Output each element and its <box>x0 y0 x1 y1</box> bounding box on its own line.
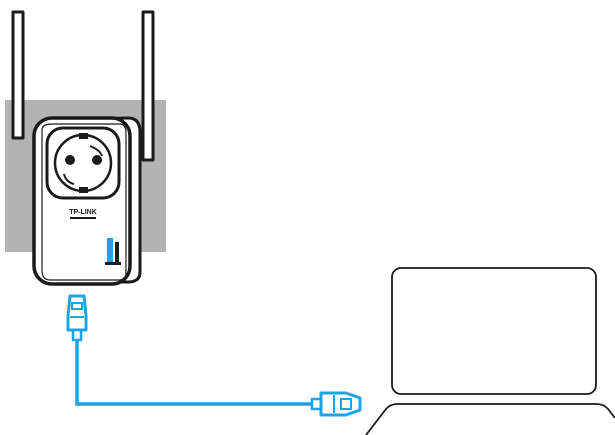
ethernet-plug-laptop-icon <box>312 393 360 415</box>
range-extender-icon: TP-LINK <box>34 118 140 284</box>
antenna-right-icon <box>143 12 153 160</box>
brand-label: TP-LINK <box>69 209 97 216</box>
power-socket-icon <box>47 128 119 198</box>
ethernet-plug-top-icon <box>68 296 86 340</box>
status-led-icon <box>105 238 121 265</box>
ethernet-cable-icon <box>77 340 314 404</box>
laptop-screen <box>392 268 596 394</box>
laptop-base <box>366 404 615 435</box>
antenna-left-icon <box>13 12 23 138</box>
laptop-icon <box>366 268 615 435</box>
